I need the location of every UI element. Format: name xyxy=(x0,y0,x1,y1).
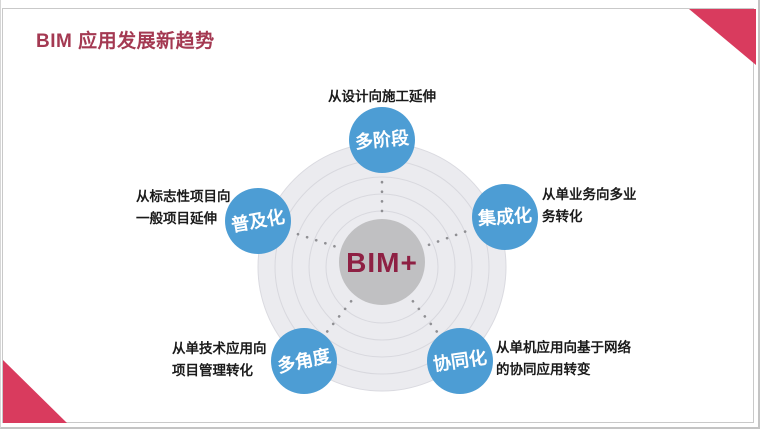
desc-line: 从标志性项目向 xyxy=(136,189,231,204)
node-integration: 集成化 xyxy=(472,184,538,250)
node-label: 多阶段 xyxy=(354,127,411,153)
dotted-connectors xyxy=(290,174,473,335)
node-multi-angle: 多角度 xyxy=(271,328,337,394)
node-desc-multi-stage: 从设计向施工延伸 xyxy=(302,86,462,108)
desc-line: 项目管理转化 xyxy=(172,363,253,378)
connector-bottom-right xyxy=(411,299,440,335)
node-popularization: 普及化 xyxy=(225,188,291,254)
node-label: 集成化 xyxy=(476,204,532,229)
node-collaboration: 协同化 xyxy=(427,328,493,394)
connector-left xyxy=(290,231,336,248)
node-desc-popularization: 从标志性项目向 一般项目延伸 xyxy=(136,186,231,230)
desc-line: 的协同应用转变 xyxy=(496,362,591,377)
node-desc-integration: 从单业务向多业 务转化 xyxy=(542,184,637,228)
node-desc-multi-angle: 从单技术应用向 项目管理转化 xyxy=(172,338,267,382)
desc-line: 从单机应用向基于网络 xyxy=(496,340,631,355)
desc-line: 从设计向施工延伸 xyxy=(328,89,436,104)
connector-right xyxy=(427,228,473,247)
desc-line: 务转化 xyxy=(542,209,583,224)
desc-line: 从单业务向多业 xyxy=(542,187,637,202)
connector-bottom-left xyxy=(324,299,353,335)
center-node-label: BIM+ xyxy=(346,247,418,278)
desc-line: 一般项目延伸 xyxy=(136,211,217,226)
center-node: BIM+ xyxy=(339,219,425,305)
desc-line: 从单技术应用向 xyxy=(172,341,267,356)
slide-title: BIM 应用发展新趋势 xyxy=(36,31,215,52)
node-desc-collaboration: 从单机应用向基于网络 的协同应用转变 xyxy=(496,337,631,381)
node-multi-stage: 多阶段 xyxy=(349,107,415,173)
